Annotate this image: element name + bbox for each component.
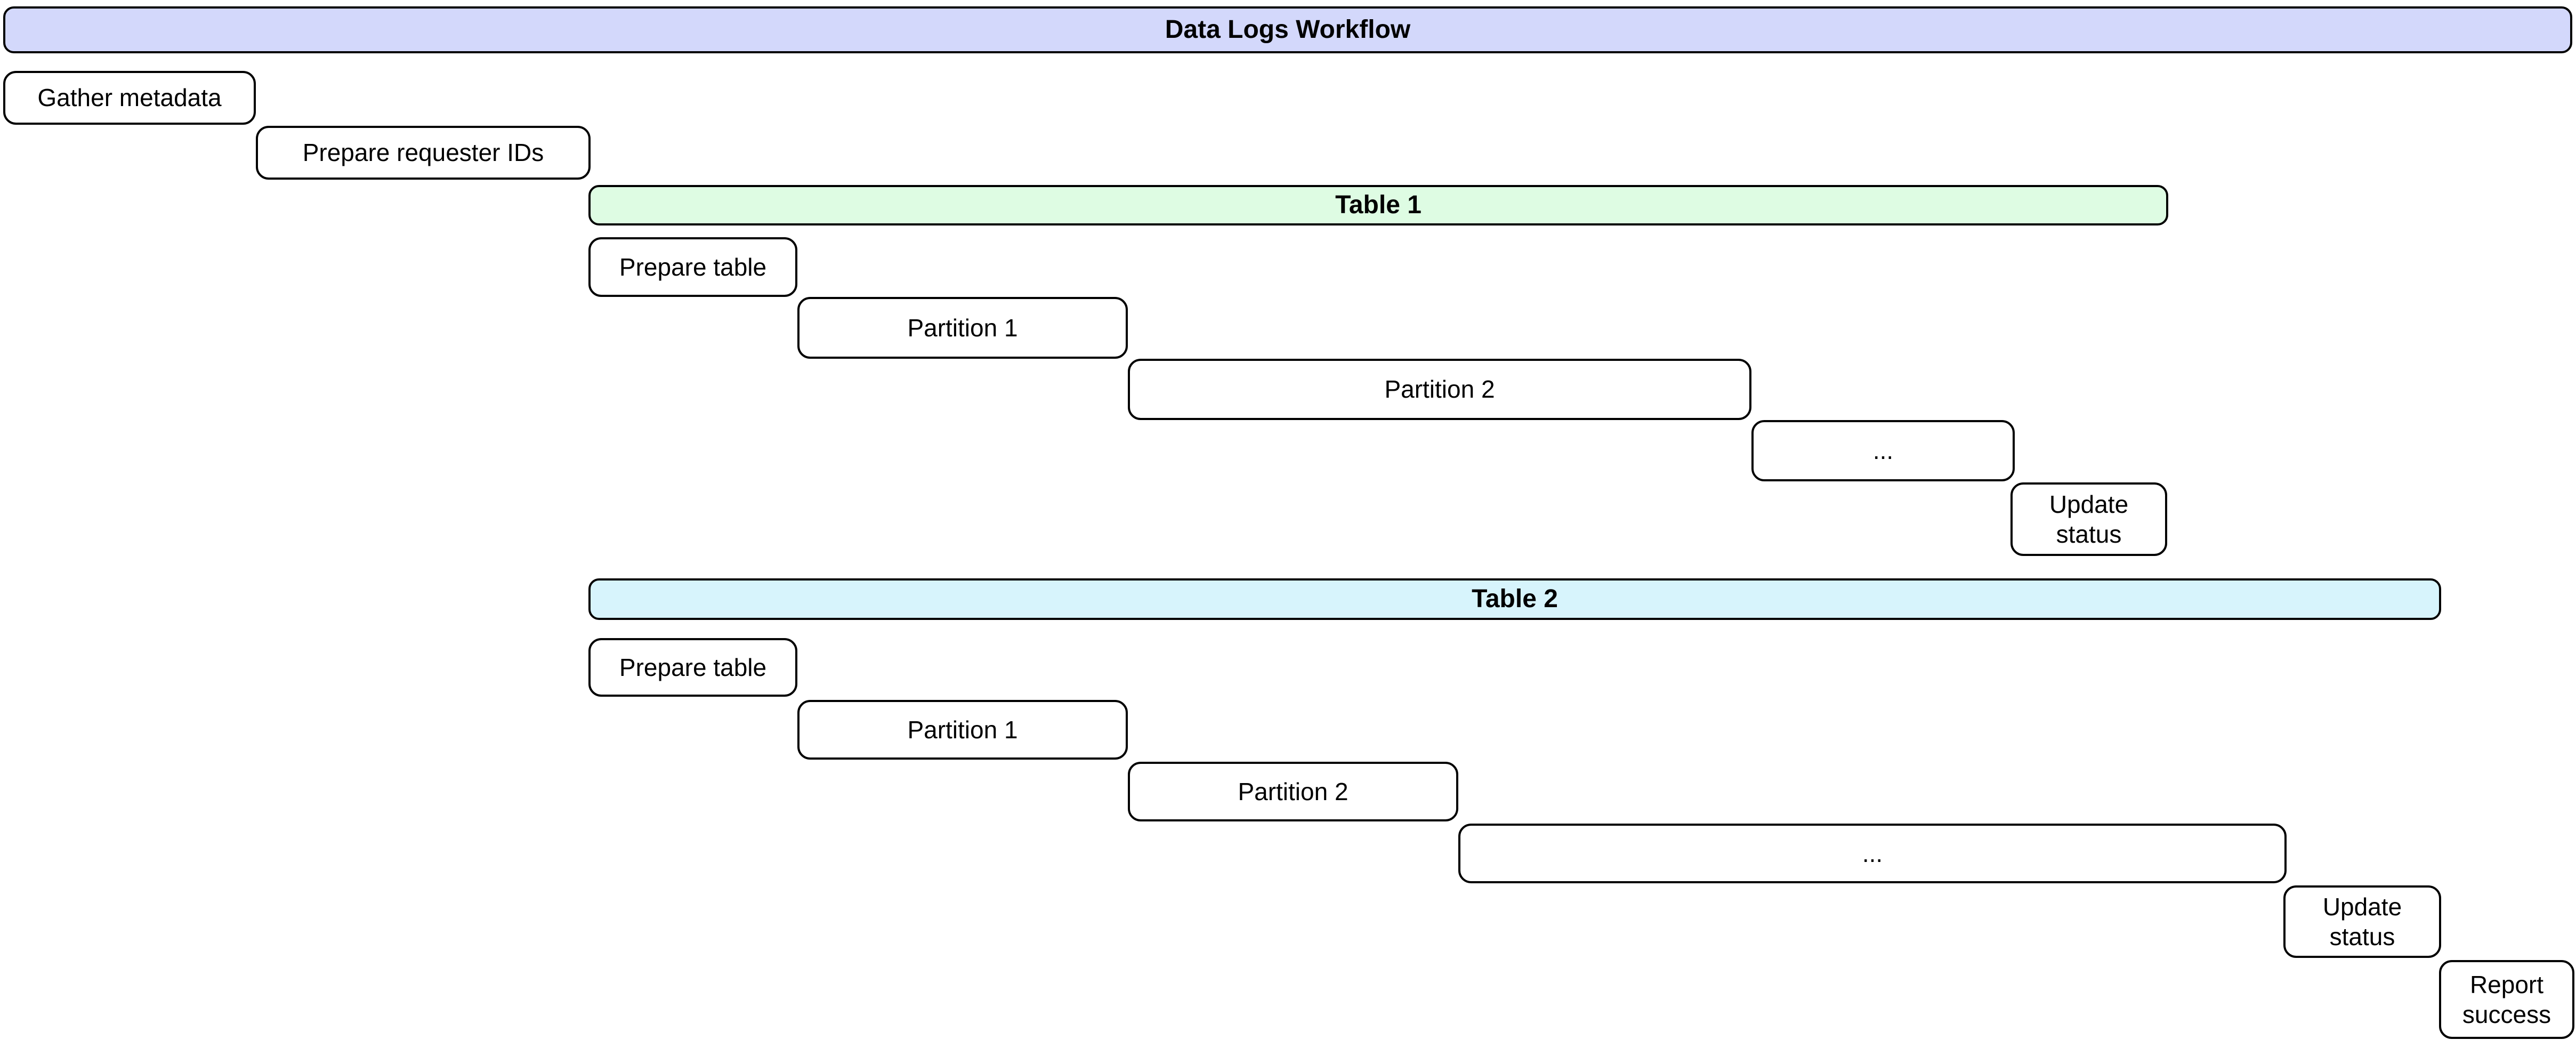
task-table2-prepare-table: Prepare table [588, 638, 797, 697]
task-table1-prepare-table: Prepare table [588, 237, 797, 297]
task-table1-partition-2: Partition 2 [1128, 359, 1751, 420]
task-table2-update-status: Update status [2283, 885, 2441, 958]
task-gather-metadata: Gather metadata [3, 71, 256, 125]
task-table2-partition-1: Partition 1 [797, 700, 1128, 760]
task-table1-more-partitions: ... [1751, 420, 2015, 481]
task-prepare-requester-ids: Prepare requester IDs [256, 126, 591, 180]
task-table2-partition-2: Partition 2 [1128, 762, 1458, 821]
task-table2-more-partitions: ... [1458, 824, 2287, 883]
task-table1-update-status: Update status [2010, 482, 2167, 556]
workflow-title-banner: Data Logs Workflow [3, 6, 2572, 53]
table-1-section-banner: Table 1 [588, 185, 2168, 225]
table-2-section-banner: Table 2 [588, 578, 2441, 620]
task-report-success: Report success [2439, 960, 2574, 1039]
task-table1-partition-1: Partition 1 [797, 297, 1128, 359]
